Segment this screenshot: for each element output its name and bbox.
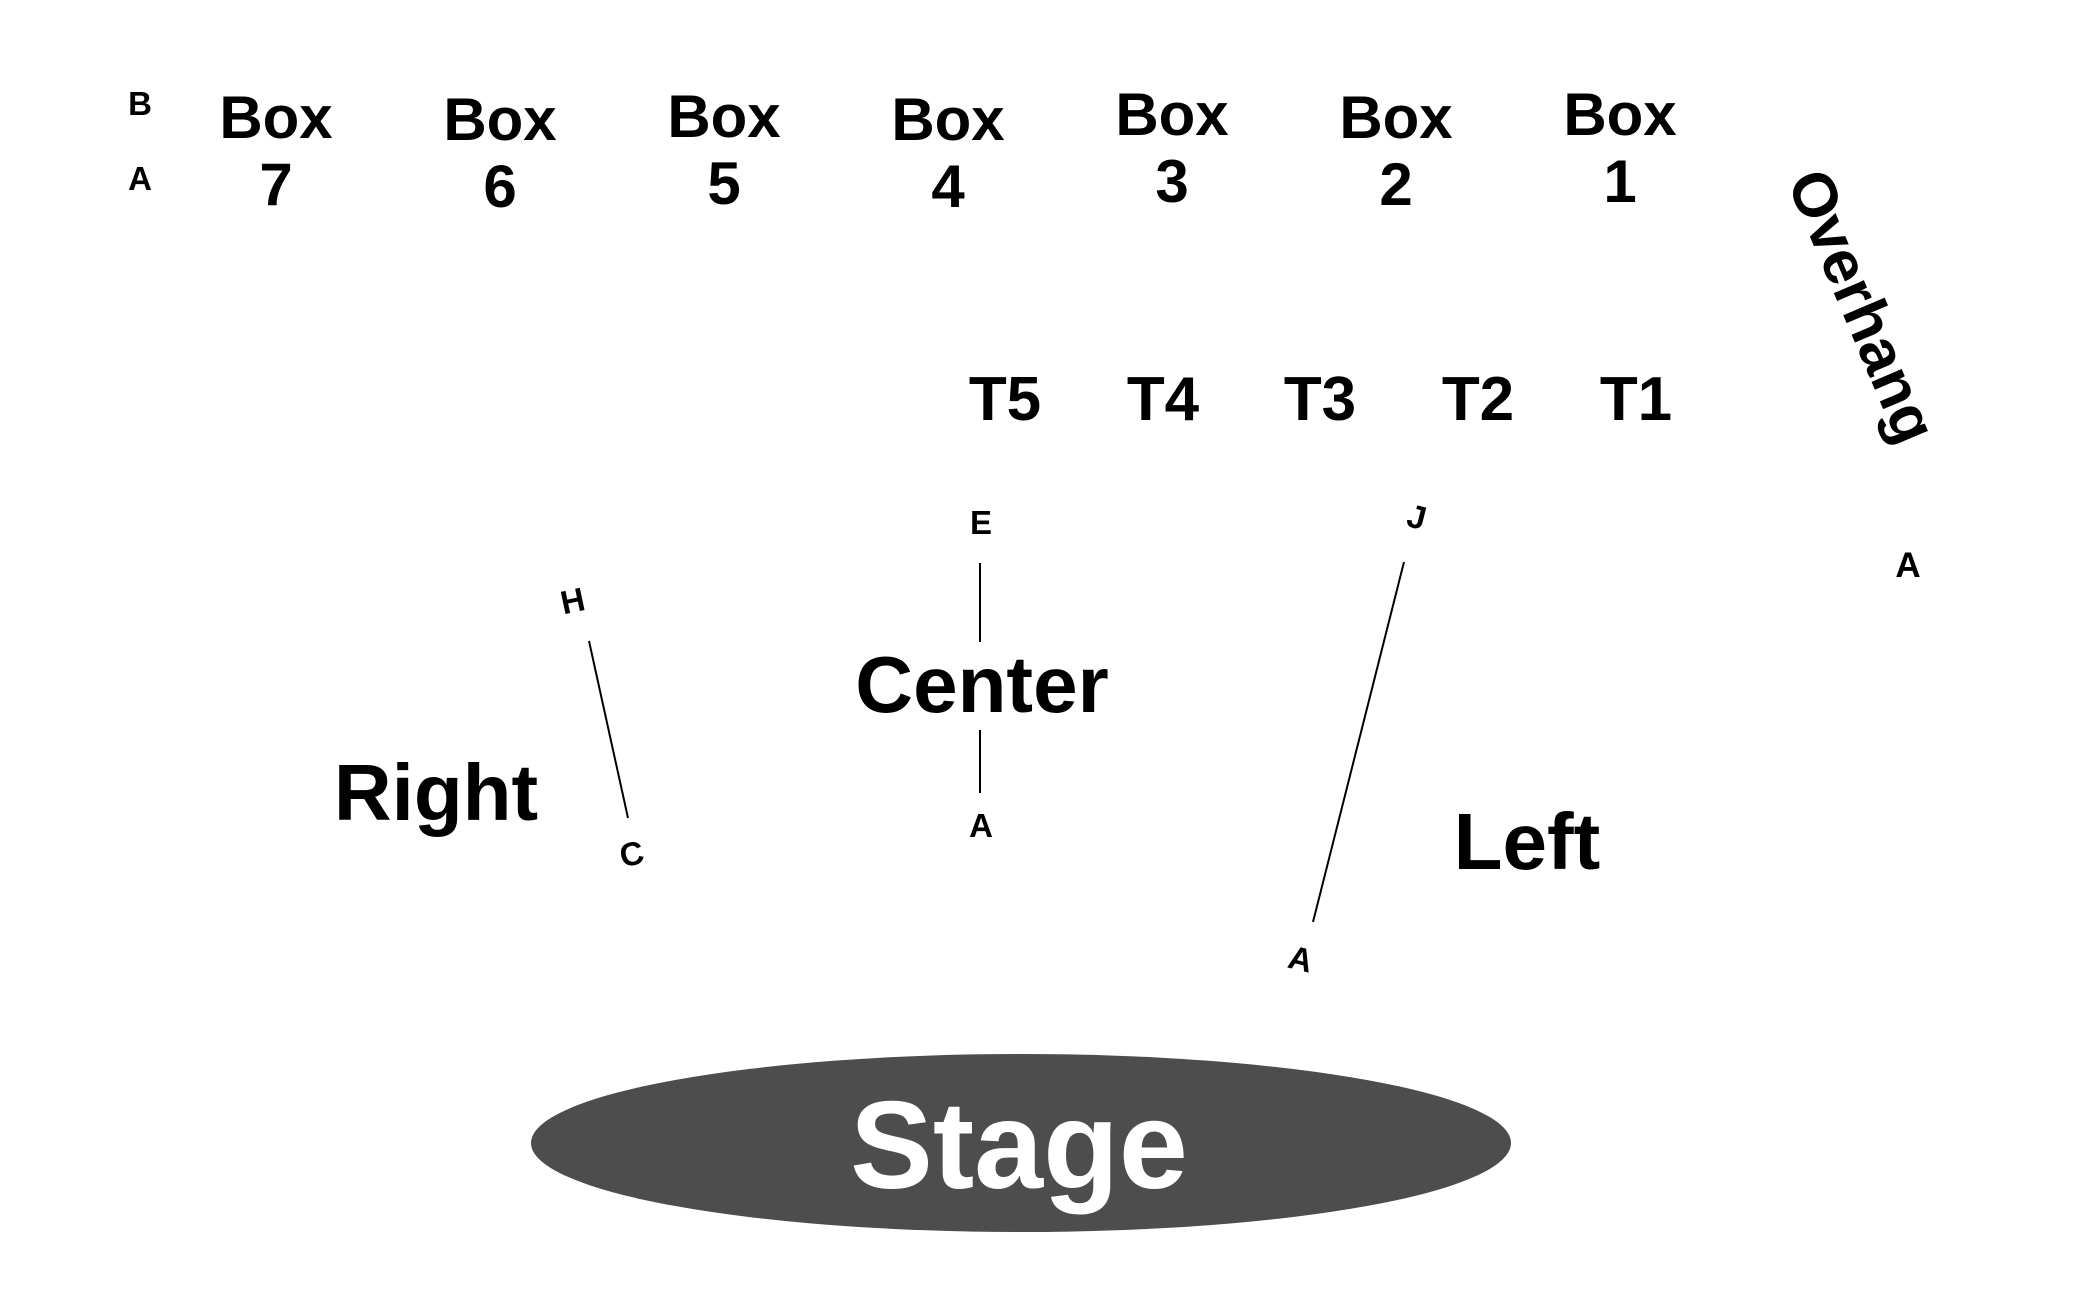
stage-shape (531, 1054, 1511, 1232)
box-7[interactable]: Box 7 (219, 84, 332, 218)
stage[interactable]: Stage (531, 1054, 1511, 1232)
box-label-number: 3 (1155, 148, 1188, 215)
box-1[interactable]: Box 1 (1563, 81, 1676, 215)
table-t4[interactable]: T4 (1127, 365, 1200, 434)
box-label-word: Box (219, 84, 332, 151)
box-label-word: Box (1339, 84, 1452, 151)
center-section-label: Center (855, 640, 1108, 729)
right-row-end-label: C (616, 833, 647, 874)
left-row-start-label: J (1403, 497, 1430, 537)
overhang-row-label: A (1895, 546, 1920, 585)
table-t2[interactable]: T2 (1442, 365, 1514, 434)
right-section[interactable]: Right H C (334, 580, 647, 874)
right-row-start-label: H (557, 580, 588, 621)
box-6[interactable]: Box 6 (443, 86, 556, 220)
left-row-end-label: A (1285, 938, 1317, 980)
table-t5[interactable]: T5 (969, 365, 1041, 434)
box-label-word: Box (443, 86, 556, 153)
box-3[interactable]: Box 3 (1115, 81, 1228, 215)
box-label-number: 7 (259, 151, 292, 218)
left-row-line (1312, 561, 1405, 923)
overhang-section[interactable]: Overhang A (1773, 160, 1950, 585)
box-2[interactable]: Box 2 (1339, 84, 1452, 218)
box-label-word: Box (1563, 81, 1676, 148)
box-label-number: 4 (931, 153, 965, 220)
right-row-line (588, 640, 629, 819)
box-label-number: 2 (1379, 151, 1412, 218)
box-label-number: 6 (483, 153, 516, 220)
table-t1[interactable]: T1 (1600, 365, 1672, 434)
stage-label: Stage (850, 1077, 1188, 1215)
box-5[interactable]: Box 5 (667, 83, 780, 217)
box-row-label-a: A (128, 160, 152, 197)
box-row-label-b: B (128, 85, 152, 122)
right-section-label: Right (334, 748, 538, 837)
center-section[interactable]: Center E A (855, 504, 1108, 844)
center-row-start-label: E (970, 504, 992, 541)
box-label-word: Box (891, 86, 1004, 153)
box-4[interactable]: Box 4 (891, 86, 1004, 220)
box-label-number: 1 (1603, 148, 1636, 215)
table-t3[interactable]: T3 (1284, 365, 1356, 434)
left-section[interactable]: Left J A (1285, 497, 1601, 980)
left-section-label: Left (1454, 797, 1601, 886)
overhang-label: Overhang (1773, 160, 1950, 453)
box-label-word: Box (667, 83, 780, 150)
box-label-number: 5 (707, 150, 740, 217)
center-row-end-label: A (969, 807, 993, 844)
box-label-word: Box (1115, 81, 1228, 148)
